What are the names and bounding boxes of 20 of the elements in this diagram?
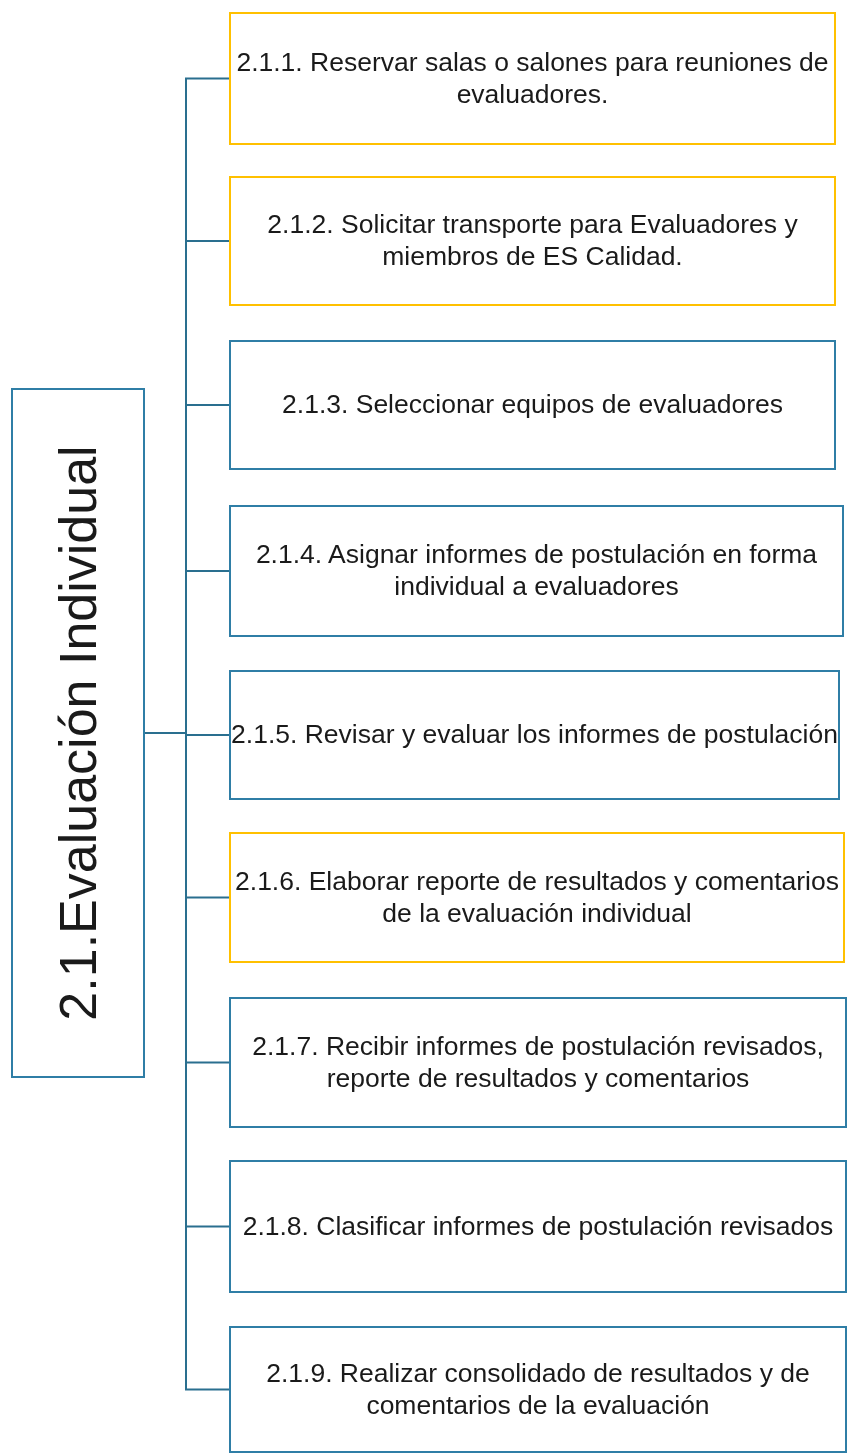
task-label: 2.1.5. Revisar y evaluar los informes de postulación [231,719,838,751]
task-label: 2.1.4. Asignar informes de postulación en forma individual a evaluadores [254,539,819,603]
task-box [229,176,836,306]
task-box [229,832,845,963]
task-label: 2.1.3. Seleccionar equipos de evaluadores [282,389,783,421]
category-label: 2.1.Evaluación Individual [48,445,108,1021]
task-label: 2.1.2. Solicitar transporte para Evaluadores y miembros de ES Calidad. [266,209,799,273]
task-box [229,997,847,1128]
task-label: 2.1.6. Elaborar reporte de resultados y comentarios de la evaluación individual [234,865,840,930]
task-box [229,1160,847,1293]
task-label: 2.1.9. Realizar consolidado de resultados y de comentarios de la evaluación [265,1357,811,1422]
task-box [229,505,844,637]
task-label: 2.1.8. Clasificar informes de postulación revisados [242,1210,834,1243]
task-box [229,340,836,470]
task-box [229,12,836,145]
category-box [11,388,145,1078]
task-label: 2.1.7. Recibir informes de postulación revisados, reporte de resultados y comentarios [251,1030,825,1095]
task-box [229,670,840,800]
task-box [229,1326,847,1453]
task-label: 2.1.1. Reservar salas o salones para reuniones de evaluadores. [235,46,830,111]
